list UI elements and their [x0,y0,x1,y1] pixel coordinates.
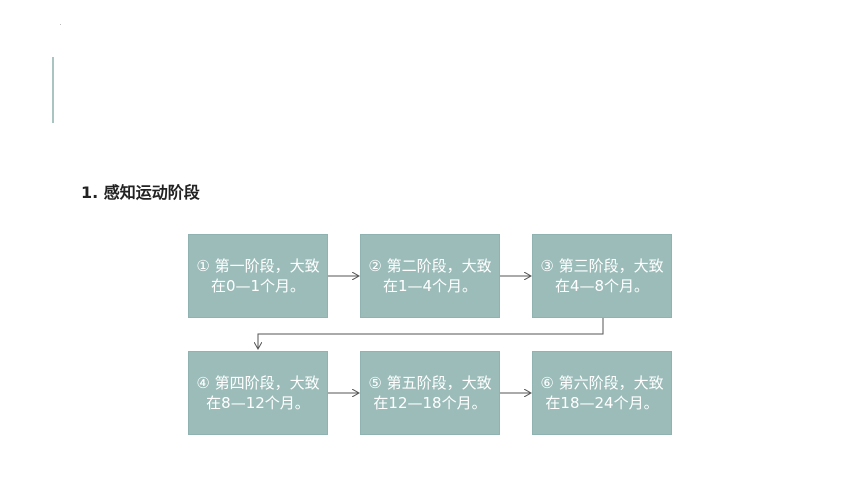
stage-text-3: ③ 第三阶段，大致在4—8个月。 [540,257,664,295]
accent-bar [52,57,54,123]
arrow-3-to-4 [258,318,604,349]
stage-text-5: ⑤ 第五阶段，大致在12—18个月。 [368,374,492,412]
stage-text-1: ① 第一阶段，大致在0—1个月。 [196,257,320,295]
stage-box-2: ② 第二阶段，大致在1—4个月。 [360,234,500,318]
stage-box-6: ⑥ 第六阶段，大致在18—24个月。 [532,351,672,435]
stage-box-4: ④ 第四阶段，大致在8—12个月。 [188,351,328,435]
stage-text-2: ② 第二阶段，大致在1—4个月。 [368,257,492,295]
stage-box-5: ⑤ 第五阶段，大致在12—18个月。 [360,351,500,435]
stage-text-6: ⑥ 第六阶段，大致在18—24个月。 [540,374,664,412]
stage-box-3: ③ 第三阶段，大致在4—8个月。 [532,234,672,318]
corner-mark [60,24,61,25]
stage-text-4: ④ 第四阶段，大致在8—12个月。 [196,374,320,412]
stage-box-1: ① 第一阶段，大致在0—1个月。 [188,234,328,318]
section-heading: 1. 感知运动阶段 [81,183,200,202]
